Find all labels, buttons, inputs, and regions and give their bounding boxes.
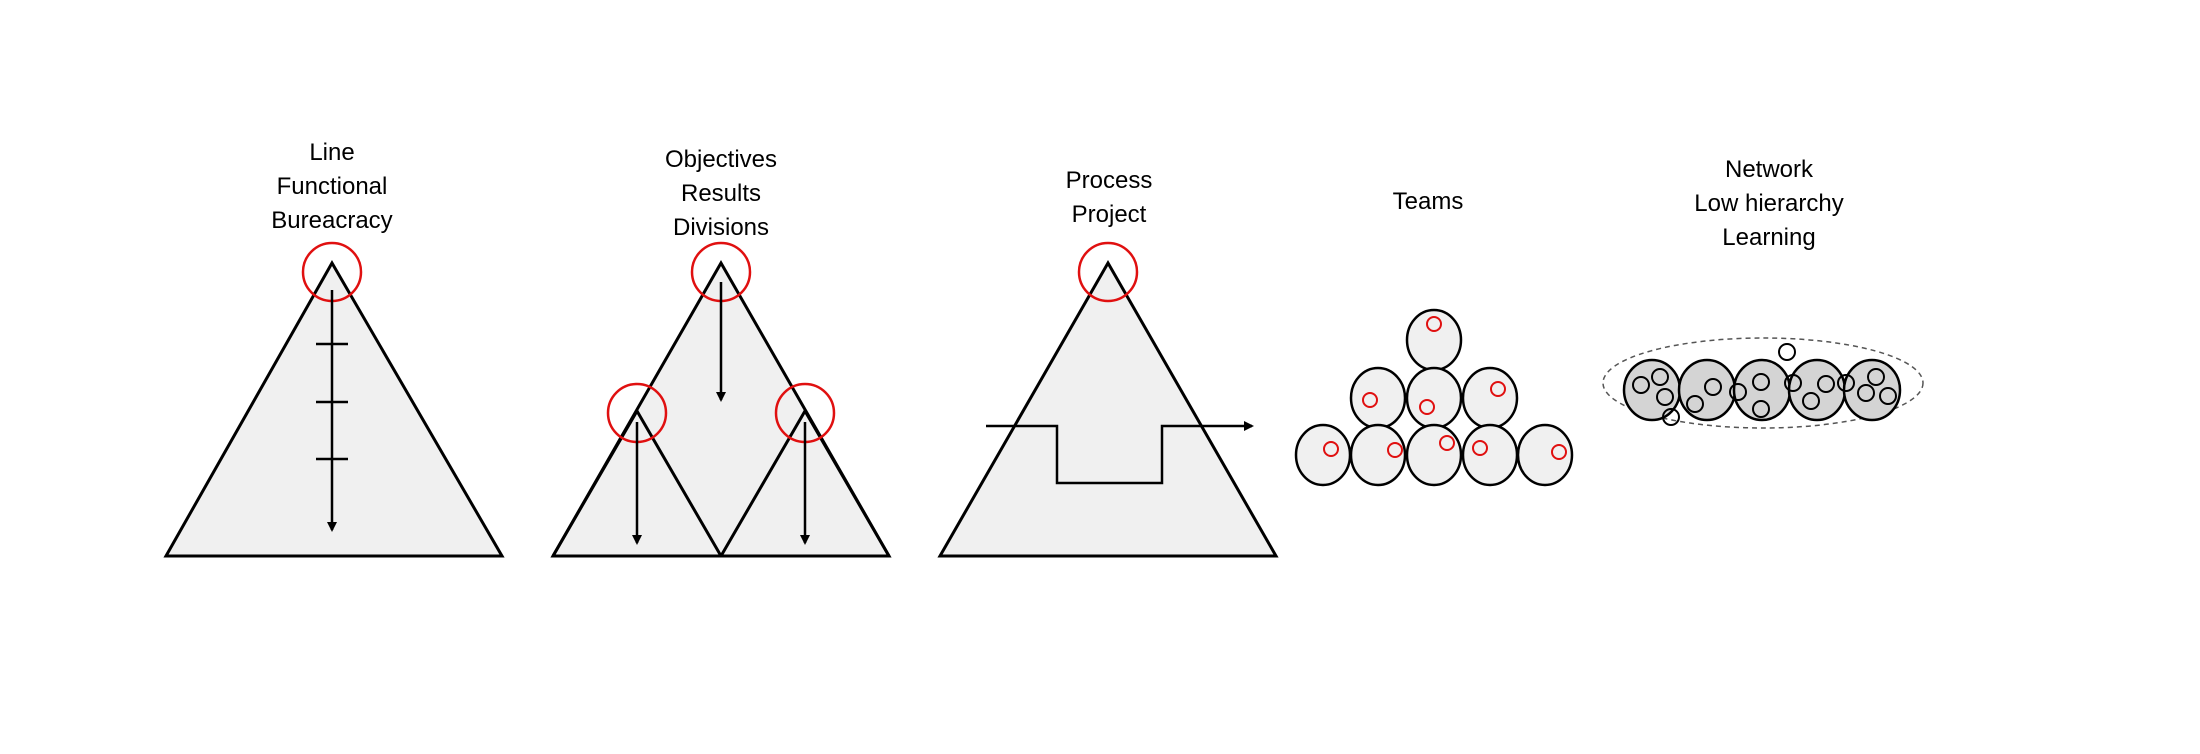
process-pyramid <box>937 259 1279 558</box>
network-boundary <box>1602 337 1924 429</box>
network-member <box>1729 383 1747 401</box>
network-member <box>1867 368 1885 386</box>
label-process: Process Project <box>959 164 1259 232</box>
team-leader-dot <box>1323 441 1339 457</box>
label-objectives-2: Results <box>680 180 762 207</box>
label-objectives-1: Objectives <box>664 146 778 173</box>
network-member <box>1656 388 1674 406</box>
objectives-model <box>550 241 892 558</box>
network-member <box>1752 373 1770 391</box>
label-network: Network Low hierarchy Learning <box>1619 153 1919 255</box>
team-leader-dot <box>1362 392 1378 408</box>
label-process-1: Process <box>1065 167 1153 194</box>
network-member <box>1784 374 1802 392</box>
team-leader-dot <box>1490 381 1506 397</box>
team-circle-mid-3 <box>1461 366 1519 430</box>
label-network-3: Learning <box>1722 224 1816 251</box>
team-circle-mid-2 <box>1405 366 1463 430</box>
team-circle-bottom-4 <box>1461 423 1519 487</box>
team-leader-dot <box>1387 442 1403 458</box>
network-member <box>1837 374 1855 392</box>
label-network-2: Low hierarchy <box>1694 190 1844 217</box>
team-circle-mid-1 <box>1349 366 1407 430</box>
network-member <box>1817 375 1835 393</box>
network-member <box>1651 368 1669 386</box>
label-objectives-3: Divisions <box>672 214 770 241</box>
network-member <box>1802 392 1820 410</box>
team-leader-dot <box>1426 316 1442 332</box>
label-line-2: Functional <box>276 173 388 200</box>
network-member <box>1662 408 1680 426</box>
team-circle-bottom-1 <box>1294 423 1352 487</box>
network-member <box>1632 376 1650 394</box>
label-objectives: Objectives Results Divisions <box>571 143 871 245</box>
label-line: Line Functional Bureacracy <box>182 136 482 238</box>
network-model <box>1602 337 1924 429</box>
network-member <box>1778 343 1796 361</box>
label-network-1: Network <box>1724 156 1814 183</box>
objectives-division-left <box>551 408 723 557</box>
line-model <box>163 241 505 558</box>
label-teams: Teams <box>1278 185 1578 219</box>
team-leader-dot <box>1439 435 1455 451</box>
network-member <box>1686 395 1704 413</box>
team-circle-bottom-3 <box>1405 423 1463 487</box>
network-node <box>1677 358 1737 422</box>
network-member <box>1752 400 1770 418</box>
team-leader-dot <box>1551 444 1567 460</box>
network-node <box>1622 358 1682 422</box>
team-leader-dot <box>1472 440 1488 456</box>
process-flow-arrow <box>986 421 1254 485</box>
label-line-3: Bureacracy <box>271 207 393 234</box>
line-pyramid <box>163 259 505 558</box>
teams-model <box>1294 308 1574 487</box>
team-circle-top <box>1405 308 1463 372</box>
objectives-division-right <box>719 408 891 557</box>
team-circle-bottom-5 <box>1516 423 1574 487</box>
label-process-2: Project <box>1071 201 1147 228</box>
label-line-1: Line <box>309 139 355 166</box>
network-member <box>1857 384 1875 402</box>
process-model <box>937 241 1279 558</box>
team-circle-bottom-2 <box>1349 423 1407 487</box>
team-leader-dot <box>1419 399 1435 415</box>
network-member <box>1879 387 1897 405</box>
label-teams-1: Teams <box>1392 188 1464 215</box>
process-apex-highlight <box>1077 241 1139 303</box>
network-member <box>1704 378 1722 396</box>
